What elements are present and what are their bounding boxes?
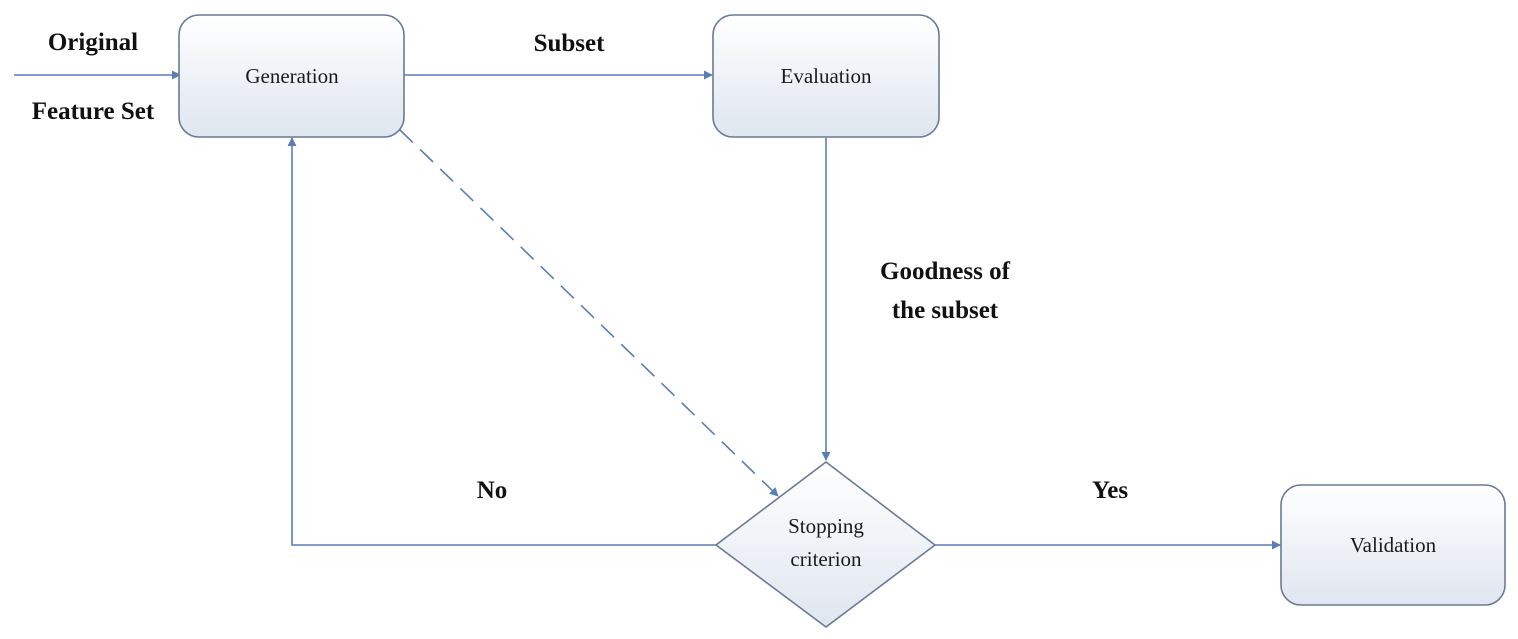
stopping-label-line1: Stopping: [788, 514, 864, 538]
dashed-shortcut-arrow: [399, 129, 779, 497]
stopping-criterion-node: Stopping criterion: [714, 460, 937, 628]
evaluation-label: Evaluation: [781, 64, 872, 88]
generation-label: Generation: [245, 64, 339, 88]
validation-label: Validation: [1350, 533, 1437, 557]
subset-label: Subset: [534, 30, 606, 57]
validation-node: Validation: [1280, 484, 1506, 606]
generation-node: Generation: [178, 14, 405, 138]
no-label: No: [477, 477, 508, 504]
goodness-label-line1: Goodness of: [880, 258, 1011, 285]
feature-set-label: Feature Set: [32, 98, 155, 125]
yes-label: Yes: [1092, 477, 1128, 504]
goodness-label-line2: the subset: [892, 297, 999, 324]
evaluation-node: Evaluation: [712, 14, 940, 138]
original-label: Original: [48, 29, 138, 56]
no-loop-arrow: [287, 137, 716, 546]
stopping-label-line2: criterion: [790, 547, 862, 571]
